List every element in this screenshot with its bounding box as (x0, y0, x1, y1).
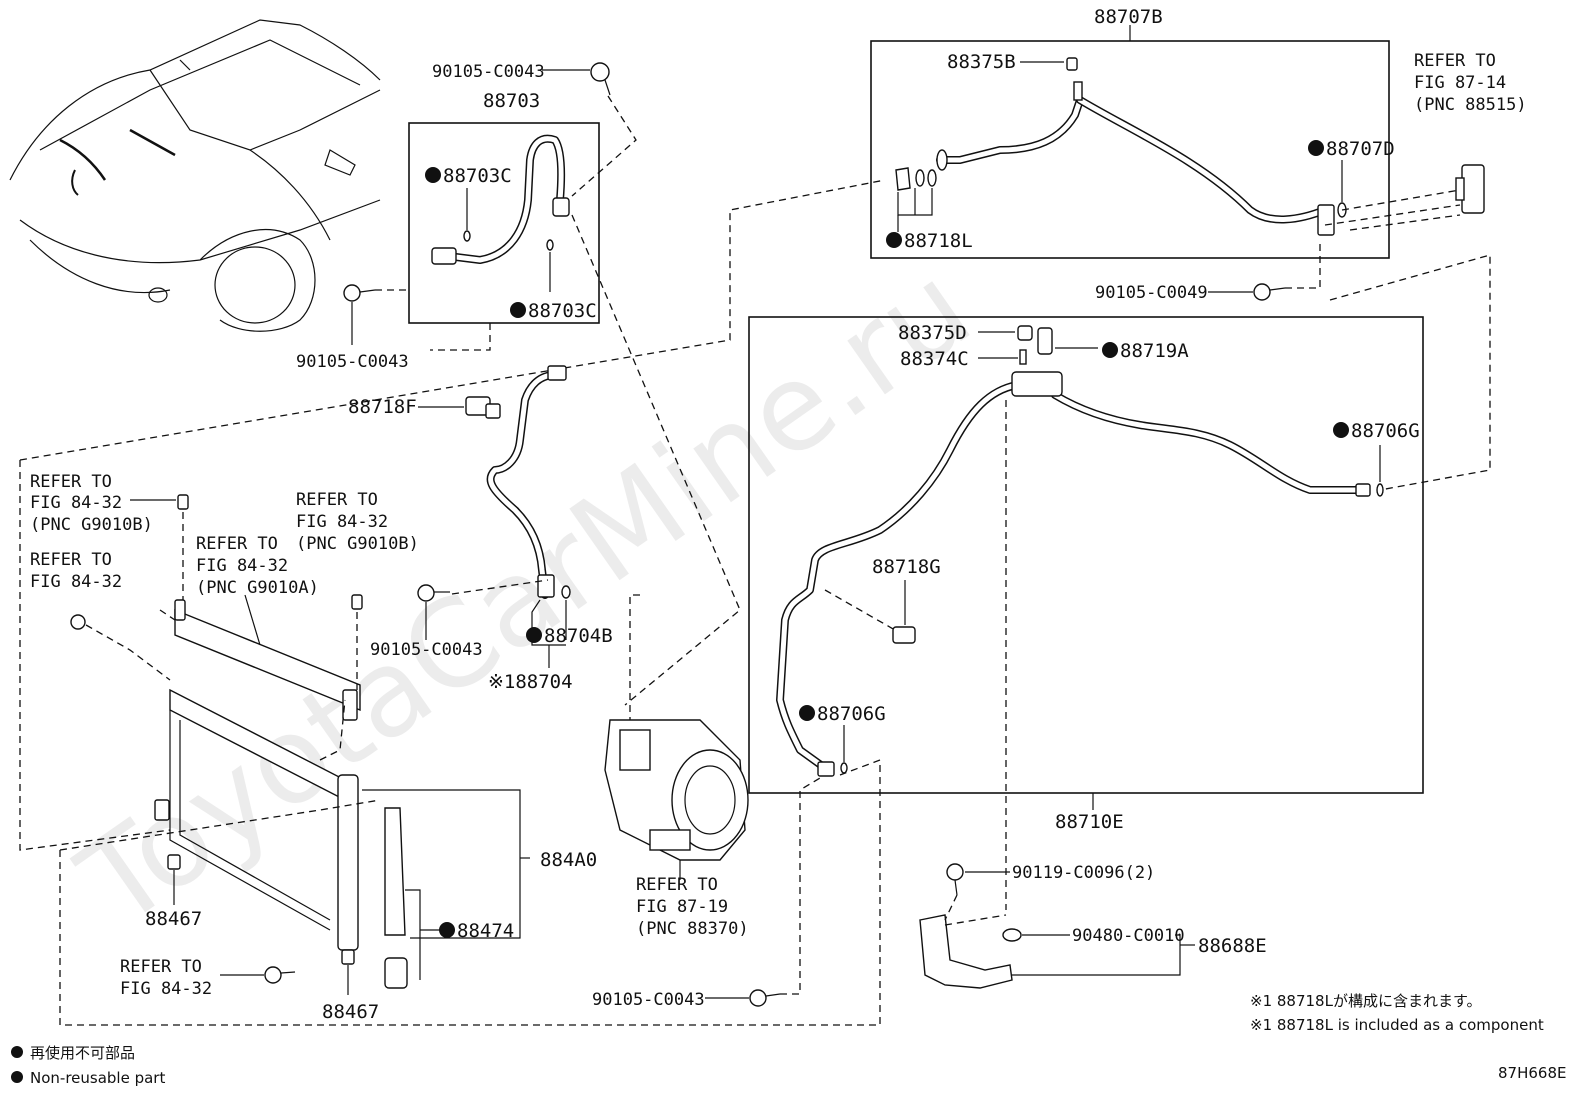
legend-japanese: 再使用不可部品 (30, 1044, 135, 1062)
refer-fig-84-32-c-line2[interactable]: FIG 84-32 (30, 572, 122, 592)
bolt-icon (590, 62, 611, 96)
expansion-valve-icon (1455, 164, 1485, 214)
non-reusable-dot-icon (1308, 140, 1324, 156)
label-88707B[interactable]: 88707B (1094, 6, 1163, 28)
refer-fig-87-14-line2[interactable]: FIG 87-14 (1414, 73, 1506, 93)
label-88706G-left[interactable]: 88706G (817, 703, 886, 725)
refer-fig-84-32-b-line3[interactable]: (PNC G9010B) (296, 534, 419, 554)
refer-fig-84-32-d-line2[interactable]: FIG 84-32 (196, 556, 288, 576)
label-88374C[interactable]: 88374C (900, 348, 969, 370)
non-reusable-dot-icon (425, 167, 441, 183)
non-reusable-dot-icon (510, 302, 526, 318)
refer-fig-87-14-line3[interactable]: (PNC 88515) (1414, 95, 1527, 115)
label-88688E[interactable]: 88688E (1198, 935, 1267, 957)
bolt-icon (946, 863, 964, 896)
o-ring-88706G-icon (1376, 483, 1384, 497)
hose-88703 (431, 134, 570, 265)
o-ring-88704B-icon (561, 585, 571, 599)
label-88718L[interactable]: 88718L (904, 230, 973, 252)
bracket-88688E-icon (919, 914, 1022, 989)
bolt-icon (343, 284, 376, 302)
refer-fig-84-32-a-line2[interactable]: FIG 84-32 (30, 493, 122, 513)
legend-dot-icon (11, 1046, 23, 1058)
box-88710E (748, 316, 1424, 794)
label-88704[interactable]: ※188704 (488, 671, 573, 693)
label-88703C-lower[interactable]: 88703C (528, 300, 597, 322)
o-ring-88718L-icons (895, 167, 937, 191)
label-90105-C0049[interactable]: 90105-C0049 (1095, 283, 1208, 303)
label-88375B[interactable]: 88375B (947, 51, 1016, 73)
label-88710E[interactable]: 88710E (1055, 811, 1124, 833)
o-ring-88703C-icons (463, 230, 554, 251)
refer-fig-87-19-line1[interactable]: REFER TO (636, 875, 718, 895)
bolt-icon (1253, 283, 1286, 301)
pressure-sensor-88719A-icon (1037, 327, 1053, 355)
non-reusable-dot-icon (799, 705, 815, 721)
refer-bolt-icon (70, 494, 363, 630)
label-88719A[interactable]: 88719A (1120, 340, 1189, 362)
label-88703C-upper[interactable]: 88703C (443, 165, 512, 187)
valve-core-88374C-icon (1019, 349, 1027, 365)
label-88707D[interactable]: 88707D (1326, 138, 1395, 160)
non-reusable-dot-icon (1102, 342, 1118, 358)
refer-fig-84-32-a-line1[interactable]: REFER TO (30, 472, 112, 492)
non-reusable-dot-icon (1333, 422, 1349, 438)
refer-fig-84-32-b-line1[interactable]: REFER TO (296, 490, 378, 510)
vehicle-sketch-icon (9, 19, 381, 332)
label-90105-C0043-top[interactable]: 90105-C0043 (432, 62, 545, 82)
legend-dot-icon (11, 1071, 23, 1083)
refer-fig-84-32-a-line3[interactable]: (PNC G9010B) (30, 515, 153, 535)
refer-fig-87-19-line3[interactable]: (PNC 88370) (636, 919, 749, 939)
condenser-icon (154, 599, 361, 951)
label-88467-bottom[interactable]: 88467 (322, 1001, 379, 1023)
refer-fig-84-32-c-line1[interactable]: REFER TO (30, 550, 112, 570)
label-88474[interactable]: 88474 (457, 920, 514, 942)
refer-fig-84-32-d-line1[interactable]: REFER TO (196, 534, 278, 554)
label-88718G[interactable]: 88718G (872, 556, 941, 578)
box-88703 (408, 122, 600, 324)
bolt-icon (417, 584, 450, 602)
refer-fig-84-32-b-line2[interactable]: FIG 84-32 (296, 512, 388, 532)
label-90119-C0096[interactable]: 90119-C0096(2) (1012, 863, 1155, 883)
label-88706G-right[interactable]: 88706G (1351, 420, 1420, 442)
non-reusable-dot-icon (526, 627, 542, 643)
receiver-dryer-icon (384, 807, 408, 989)
label-88375D[interactable]: 88375D (898, 322, 967, 344)
refer-fig-84-32-d-line3[interactable]: (PNC G9010A) (196, 578, 319, 598)
pipe-88707B (936, 96, 1335, 236)
label-90105-C0043-lower[interactable]: 90105-C0043 (370, 640, 483, 660)
non-reusable-dot-icon (886, 232, 902, 248)
bolt-icon (264, 966, 296, 984)
plug-88467-icon (167, 854, 181, 870)
refer-fig-84-32-e-line2[interactable]: FIG 84-32 (120, 979, 212, 999)
compressor-icon (604, 719, 749, 861)
label-90480-C0010[interactable]: 90480-C0010 (1072, 926, 1185, 946)
valve-88375D-icon (1017, 325, 1033, 341)
diagram-code: 87H668E (1498, 1064, 1566, 1082)
sensor-88718F-icon (465, 396, 501, 419)
legend-english: Non-reusable part (30, 1069, 165, 1087)
note-english: ※1 88718L is included as a component (1250, 1016, 1544, 1034)
label-884A0[interactable]: 884A0 (540, 849, 597, 871)
non-reusable-dot-icon (439, 922, 455, 938)
plug-88467-icon (341, 949, 355, 965)
note-japanese: ※1 88718Lが構成に含まれます。 (1250, 992, 1481, 1010)
pipe-88710E (776, 371, 1371, 777)
refer-fig-87-14-line1[interactable]: REFER TO (1414, 51, 1496, 71)
sensor-88718G-icon (892, 626, 916, 644)
pipe-88704 (486, 365, 567, 599)
valve-88375B-icon (1066, 57, 1083, 101)
o-ring-88706G-icon (840, 762, 848, 774)
refer-fig-84-32-e-line1[interactable]: REFER TO (120, 957, 202, 977)
label-90105-C0043-bottom[interactable]: 90105-C0043 (592, 990, 705, 1010)
bolt-icon (749, 989, 781, 1007)
refer-fig-87-19-line2[interactable]: FIG 87-19 (636, 897, 728, 917)
label-90105-C0043-mid[interactable]: 90105-C0043 (296, 352, 409, 372)
label-88704B[interactable]: 88704B (544, 625, 613, 647)
label-88718F[interactable]: 88718F (348, 396, 417, 418)
label-88703[interactable]: 88703 (483, 90, 540, 112)
label-88467-left[interactable]: 88467 (145, 908, 202, 930)
